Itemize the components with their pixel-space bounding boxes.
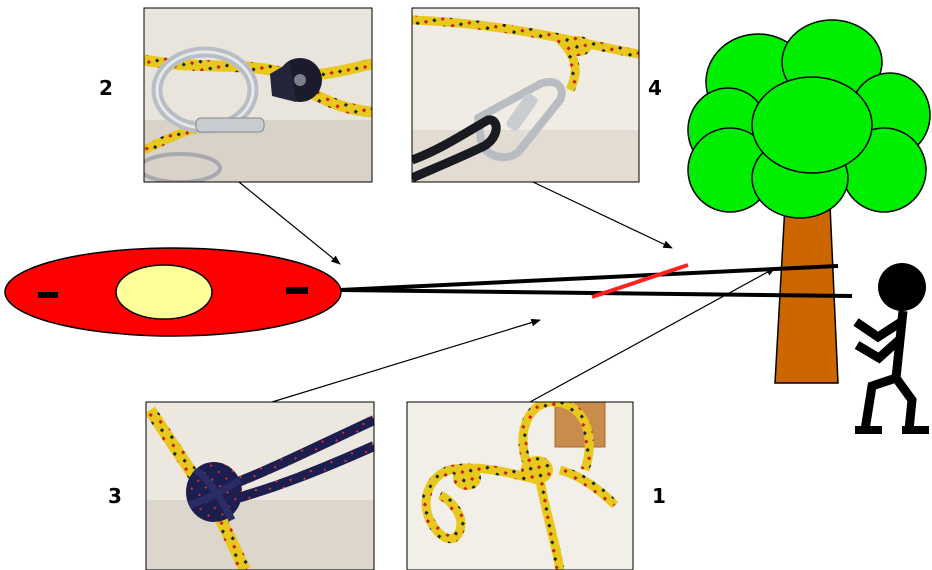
- boat: [5, 248, 341, 336]
- boat-mark-right: [286, 287, 308, 294]
- arrow-3: [272, 320, 540, 402]
- label-photo-2: 2: [99, 78, 113, 98]
- label-photo-3: 3: [108, 486, 122, 506]
- boat-mark-left: [38, 292, 58, 298]
- photo-carabiner-pulley: [140, 8, 372, 182]
- rope-upper: [340, 266, 838, 290]
- person-head: [878, 263, 926, 311]
- arrow-2: [239, 182, 340, 264]
- label-photo-1: 1: [652, 486, 666, 506]
- arrow-4: [533, 182, 672, 248]
- stick-person: [855, 263, 929, 430]
- photo-figure-eight-loop: [407, 402, 633, 570]
- tree-foliage: [688, 20, 930, 218]
- label-photo-4: 4: [648, 78, 662, 98]
- photo-carabiner-knot: [412, 8, 639, 182]
- photo-rope-knot: [146, 402, 374, 570]
- ropes: [340, 265, 852, 297]
- boat-hatch: [116, 265, 212, 319]
- arrow-1: [530, 268, 775, 402]
